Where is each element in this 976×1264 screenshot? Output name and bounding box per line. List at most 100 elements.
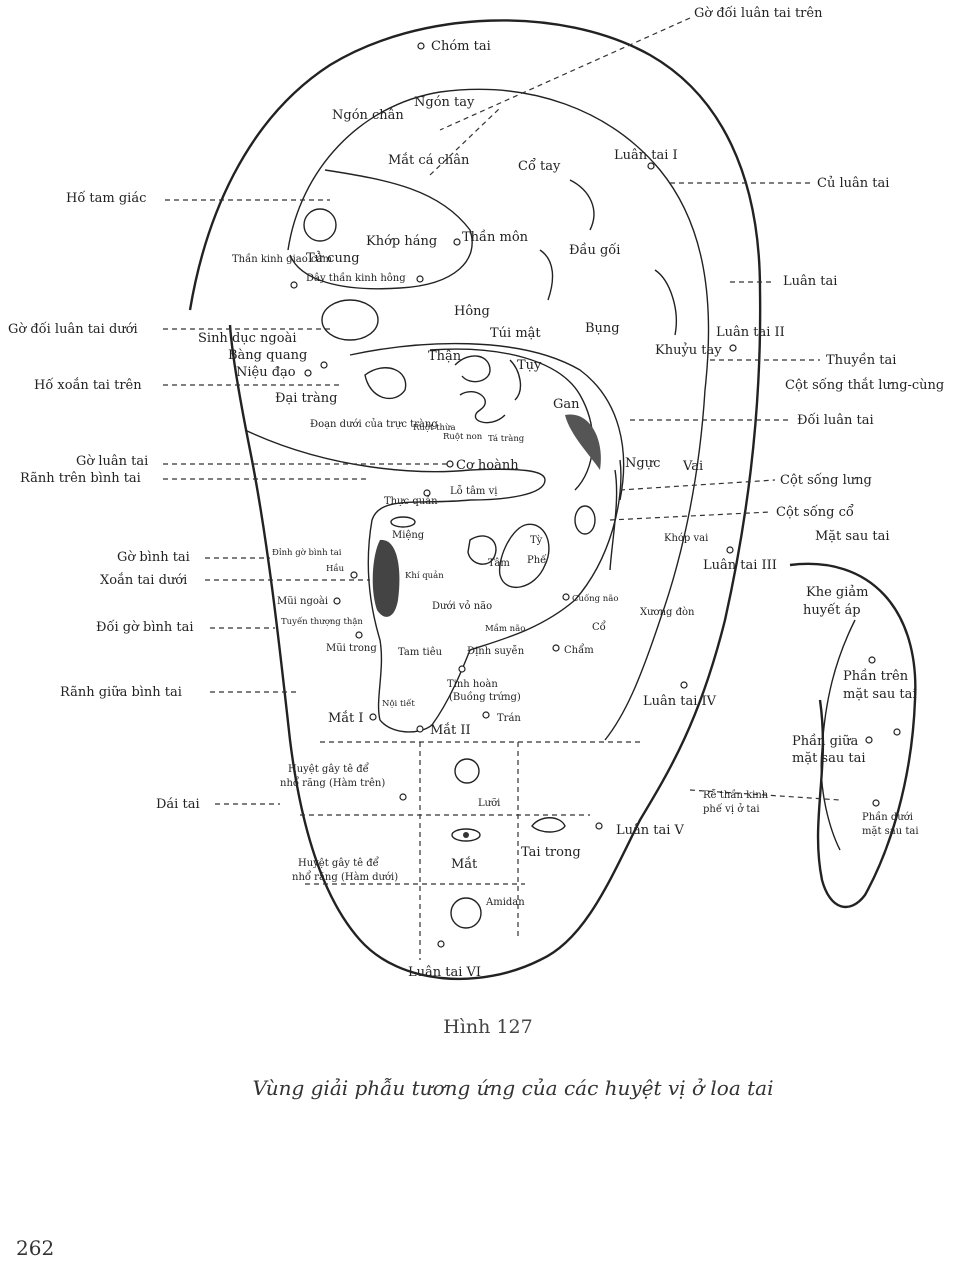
label-re-than-kinh-1: Rễ thần kinh: [703, 789, 769, 801]
label-ranh-giua-binh-tai: Rãnh giữa bình tai: [60, 685, 182, 700]
label-phan-duoi-mat-sau-tai-1: Phần dưới: [862, 811, 913, 823]
label-tu-cung: Tử cung: [306, 251, 360, 266]
label-thuc-quan: Thực quản: [384, 496, 438, 507]
label-vai: Vai: [682, 459, 703, 474]
label-khuyu-tay: Khuỷu tay: [655, 343, 722, 358]
label-buong-trung: (Buồng trứng): [449, 692, 521, 703]
label-ruot-non: Ruột non: [443, 431, 483, 442]
label-khop-vai: Khớp vai: [664, 533, 708, 544]
label-huyet-gay-te-ham-tren-1: Huyệt gây tê để: [288, 763, 369, 775]
label-bang-quang: Bàng quang: [228, 348, 307, 363]
label-mat-2: Mắt II: [430, 722, 471, 738]
label-tui-mat: Túi mật: [490, 326, 541, 341]
label-go-doi-luan-tai-tren: Gờ đối luân tai trên: [694, 5, 823, 21]
label-than: Thận: [428, 349, 462, 364]
label-tuyen-thuong-than: Tuyến thượng thận: [281, 616, 363, 627]
label-than-mon: Thần môn: [462, 229, 529, 245]
label-phan-duoi-mat-sau-tai-2: mặt sau tai: [862, 826, 919, 837]
label-ngon-tay: Ngón tay: [414, 95, 475, 110]
label-tam-tieu: Tam tiêu: [398, 647, 443, 658]
label-tai-trong: Tai trong: [521, 845, 581, 860]
label-nguc: Ngực: [625, 456, 660, 471]
label-luan-tai-2: Luân tai II: [716, 325, 785, 340]
label-mui-trong: Mũi trong: [326, 643, 377, 654]
label-cot-song-lung: Cột sống lưng: [780, 472, 872, 488]
label-ho-tam-giac: Hố tam giác: [66, 190, 146, 206]
label-khe-giam-huyet-ap-2: huyết áp: [803, 602, 861, 618]
label-phan-tren-mat-sau-tai-2: mặt sau tai: [843, 687, 917, 702]
label-cuong-nao: Cuống não: [572, 593, 618, 604]
label-phan-tren-mat-sau-tai-1: Phần trên: [843, 668, 909, 684]
label-mam-nao: Mầm não: [485, 623, 525, 634]
label-luan-tai-5: Luân tai V: [616, 823, 685, 838]
label-phan-giua-mat-sau-tai-2: mặt sau tai: [792, 751, 866, 766]
label-tran: Trán: [497, 713, 521, 724]
label-dai-tai: Dái tai: [156, 797, 200, 812]
label-co-hoanh: Cơ hoành: [456, 458, 519, 473]
label-mat-sau-tai: Mặt sau tai: [815, 529, 889, 544]
organ-sketches: [304, 180, 676, 928]
label-re-than-kinh-2: phế vị ở tai: [703, 804, 760, 815]
label-cot-song-co: Cột sống cổ: [776, 504, 854, 520]
label-ngon-chan: Ngón chân: [332, 108, 404, 123]
label-doi-go-binh-tai: Đối gờ bình tai: [96, 619, 194, 635]
label-mat-1: Mắt I: [328, 710, 364, 726]
label-luan-tai-6: Luân tai VI: [408, 965, 481, 980]
label-gan: Gan: [553, 397, 580, 412]
acupoint-markers: [291, 43, 900, 947]
label-huyet-gay-te-ham-tren-2: nhổ răng (Hàm trên): [280, 777, 385, 789]
label-duoi-vo-nao: Dưới vỏ não: [432, 601, 492, 612]
label-luan-tai-3: Luân tai III: [703, 558, 777, 573]
label-huyet-gay-te-ham-duoi-2: nhổ răng (Hàm dưới): [292, 871, 398, 883]
anatomy-labels: Gờ đối luân tai trên Chóm tai Ngón tay N…: [8, 5, 944, 980]
label-go-luan-tai: Gờ luân tai: [76, 454, 148, 469]
ear-acupoint-diagram: Gờ đối luân tai trên Chóm tai Ngón tay N…: [0, 0, 976, 1010]
label-go-doi-luan-tai-duoi: Gờ đối luân tai dưới: [8, 321, 138, 337]
figure-caption: Vùng giải phẫu tương ứng của các huyệt v…: [0, 1076, 976, 1100]
label-co-tay: Cổ tay: [518, 158, 561, 174]
label-ty: Tỳ: [530, 535, 543, 546]
label-day-than-kinh-hong: Dây thần kinh hông: [306, 272, 406, 284]
label-khop-hang: Khớp háng: [366, 234, 437, 249]
label-dinh-suyen: Định suyễn: [467, 645, 525, 657]
label-tam: Tâm: [488, 558, 510, 569]
label-cot-song-that-lung-cung: Cột sống thắt lưng-cùng: [785, 377, 944, 393]
label-dinh-go-binh-tai: Đỉnh gờ bình tai: [272, 547, 342, 558]
label-bung: Bụng: [585, 321, 620, 336]
label-tuy: Tụy: [517, 358, 542, 373]
label-huyet-gay-te-ham-duoi-1: Huyệt gây tê để: [298, 857, 379, 869]
shaded-regions: [373, 414, 601, 616]
label-sinh-duc-ngoai: Sinh dục ngoài: [198, 331, 296, 346]
label-hong: Hông: [454, 304, 490, 319]
label-lo-tam-vi: Lỗ tâm vị: [450, 485, 497, 497]
figure-number: Hình 127: [0, 1016, 976, 1038]
label-nieu-dao: Niệu đạo: [236, 365, 296, 380]
page-number: 262: [16, 1236, 54, 1260]
label-thuyen-tai: Thuyền tai: [826, 352, 896, 368]
label-phe: Phế: [527, 555, 547, 566]
label-xoan-tai-duoi: Xoắn tai dưới: [100, 572, 187, 588]
label-dai-trang: Đại tràng: [275, 391, 337, 406]
label-noi-tiet: Nội tiết: [382, 698, 415, 709]
label-chom-tai: Chóm tai: [431, 39, 491, 54]
label-ta-trang: Tá tràng: [488, 433, 525, 444]
label-luan-tai-4: Luân tai IV: [643, 694, 717, 709]
label-khi-quan: Khí quản: [405, 570, 444, 581]
label-khe-giam-huyet-ap-1: Khe giảm: [806, 585, 868, 600]
label-phan-giua-mat-sau-tai-1: Phần giữa: [792, 733, 858, 749]
label-ho-xoan-tai-tren: Hố xoắn tai trên: [34, 377, 142, 393]
label-mat: Mắt: [451, 856, 478, 872]
leader-lines: [163, 18, 840, 804]
label-mui-ngoai: Mũi ngoài: [277, 596, 328, 607]
label-co: Cổ: [592, 621, 606, 633]
label-tinh-hoan: Tinh hoàn: [447, 679, 498, 690]
label-mat-ca-chan: Mắt cá chân: [388, 152, 470, 168]
label-ranh-tren-binh-tai: Rãnh trên bình tai: [20, 471, 141, 486]
label-amidan: Amidan: [485, 897, 525, 908]
label-doi-luan-tai: Đối luân tai: [797, 412, 874, 428]
label-dau-goi: Đầu gối: [569, 242, 620, 258]
label-mieng: Miệng: [392, 530, 425, 541]
label-xuong-don: Xương đòn: [640, 607, 695, 618]
label-go-binh-tai: Gờ bình tai: [117, 550, 190, 565]
label-luan-tai-1: Luân tai I: [614, 148, 678, 163]
